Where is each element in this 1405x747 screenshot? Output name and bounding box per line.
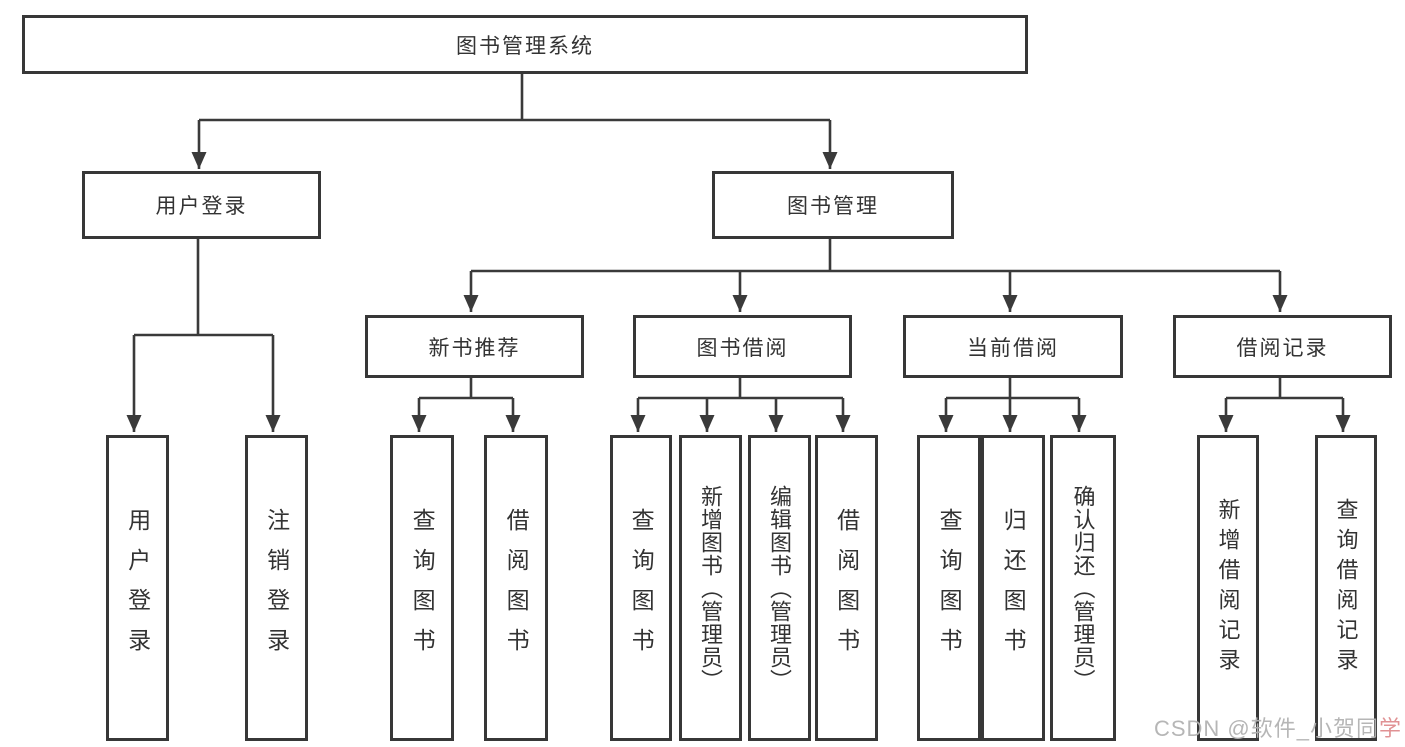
leaf-borrow-books-recommend: 借阅图书: [484, 435, 548, 741]
leaf-add-book-admin-label: 新增图书（管理员）: [698, 484, 724, 692]
leaf-confirm-return-admin: 确认归还（管理员）: [1050, 435, 1116, 741]
node-current-borrow-label: 当前借阅: [967, 336, 1059, 360]
csdn-watermark-accent: 学: [1378, 716, 1402, 741]
node-root-system: 图书管理系统: [22, 15, 1028, 74]
leaf-borrow-book: 借阅图书: [815, 435, 878, 741]
leaf-user-login: 用户登录: [106, 435, 169, 741]
leaf-add-book-admin: 新增图书（管理员）: [679, 435, 742, 741]
leaf-query-borrow-record: 查询借阅记录: [1315, 435, 1377, 741]
node-root-label: 图书管理系统: [456, 34, 594, 58]
node-borrow-records: 借阅记录: [1173, 315, 1392, 378]
node-book-management: 图书管理: [712, 171, 954, 239]
leaf-return-book: 归还图书: [981, 435, 1045, 741]
leaf-edit-book-admin-label: 编辑图书（管理员）: [767, 484, 793, 692]
leaf-query-books-recommend-label: 查询图书: [409, 508, 436, 668]
leaf-add-borrow-record-label: 新增借阅记录: [1215, 498, 1241, 678]
leaf-borrow-book-label: 借阅图书: [833, 508, 860, 668]
node-book-management-label: 图书管理: [787, 195, 879, 218]
leaf-user-login-label: 用户登录: [124, 508, 151, 668]
node-borrow-records-label: 借阅记录: [1236, 336, 1329, 360]
leaf-edit-book-admin: 编辑图书（管理员）: [748, 435, 811, 741]
leaf-query-books-current-label: 查询图书: [936, 508, 963, 668]
leaf-query-books-recommend: 查询图书: [390, 435, 454, 741]
leaf-return-book-label: 归还图书: [1000, 508, 1027, 668]
node-new-book-recommend: 新书推荐: [365, 315, 584, 378]
node-user-login: 用户登录: [82, 171, 321, 239]
node-book-borrow-label: 图书借阅: [696, 336, 789, 360]
node-user-login-label: 用户登录: [155, 195, 248, 218]
leaf-logout: 注销登录: [245, 435, 308, 741]
node-new-book-recommend-label: 新书推荐: [428, 336, 521, 360]
leaf-logout-label: 注销登录: [263, 508, 290, 668]
leaf-confirm-return-admin-label: 确认归还（管理员）: [1070, 484, 1096, 692]
leaf-add-borrow-record: 新增借阅记录: [1197, 435, 1259, 741]
leaf-query-books-current: 查询图书: [917, 435, 981, 741]
leaf-query-books-borrow: 查询图书: [610, 435, 672, 741]
leaf-query-borrow-record-label: 查询借阅记录: [1333, 498, 1359, 678]
csdn-watermark: CSDN @软件_小贺同学: [1154, 711, 1402, 743]
node-book-borrow: 图书借阅: [633, 315, 852, 378]
leaf-query-books-borrow-label: 查询图书: [628, 508, 655, 668]
leaf-borrow-books-recommend-label: 借阅图书: [503, 508, 530, 668]
csdn-watermark-text: CSDN @软件_小贺同: [1153, 716, 1379, 741]
node-current-borrow: 当前借阅: [903, 315, 1123, 378]
